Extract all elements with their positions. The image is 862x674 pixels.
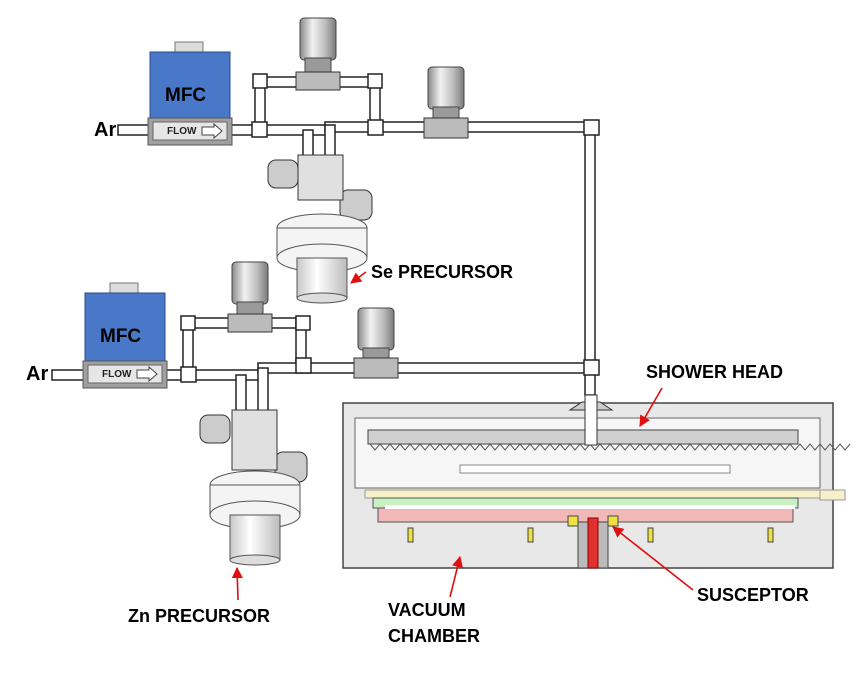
- vacuum-chamber: [342, 394, 851, 569]
- flow-label-top: FLOW: [167, 126, 197, 137]
- valve-icon: [227, 17, 469, 379]
- vacuum-chamber-label-line1: VACUUM: [388, 600, 466, 620]
- se-bubbler: [267, 154, 373, 304]
- mfc-top: [147, 41, 233, 146]
- pointer-arrows: [231, 271, 694, 601]
- ar-inlet-label-bottom: Ar: [26, 363, 49, 385]
- zn-bubbler: [199, 409, 308, 566]
- ar-inlet-label-top: Ar: [94, 119, 117, 141]
- vacuum-chamber-label-line2: CHAMBER: [388, 626, 480, 646]
- flow-label-bottom: FLOW: [102, 369, 132, 380]
- shower-head-label: SHOWER HEAD: [646, 362, 784, 382]
- mfc-bottom: [82, 282, 168, 389]
- se-precursor-label: Se PRECURSOR: [371, 262, 514, 282]
- susceptor-label: SUSCEPTOR: [697, 585, 809, 605]
- mfc-label-bottom: MFC: [100, 326, 142, 347]
- zn-precursor-label: Zn PRECURSOR: [128, 606, 271, 626]
- mfc-label-top: MFC: [165, 85, 207, 106]
